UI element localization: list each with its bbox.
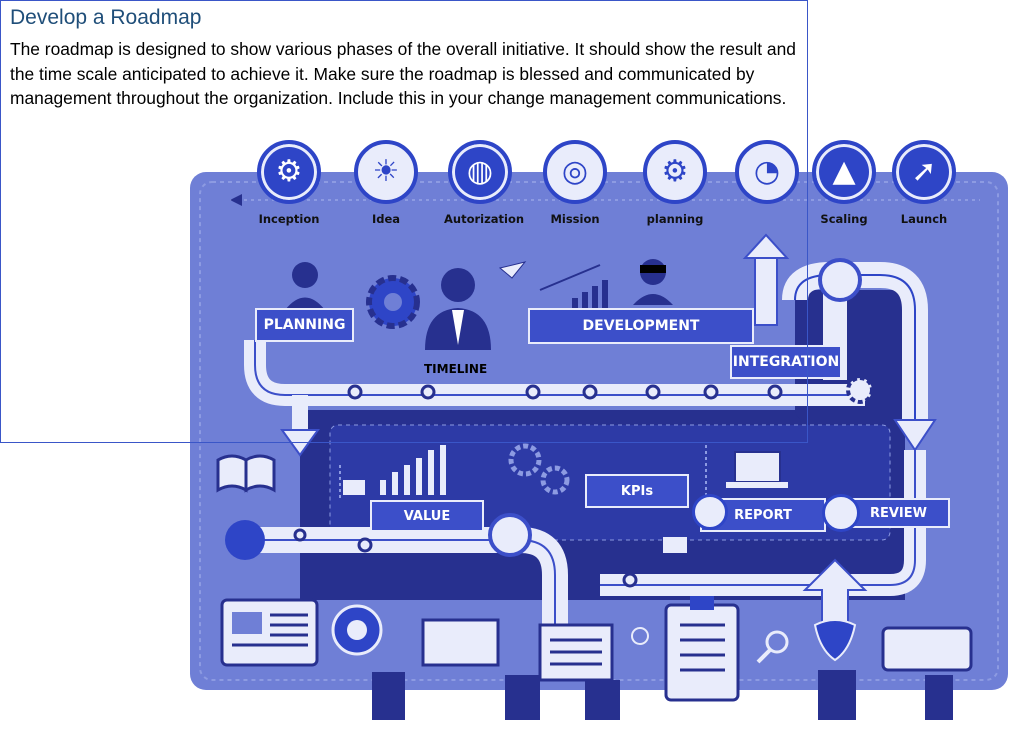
growth-chart-icon: ▲ xyxy=(812,140,876,204)
growth-bars-icon xyxy=(380,445,446,495)
phase-mission: ◎ Mission xyxy=(539,140,611,240)
book-icon xyxy=(216,454,276,493)
phase-label: Inception xyxy=(258,212,320,226)
phase-launch: ➚ Launch xyxy=(888,140,960,240)
clipboard-icon xyxy=(664,596,740,702)
magnifier-icon xyxy=(756,630,789,664)
phase-gauge: ◔ xyxy=(731,140,803,240)
phase-planning: ⚙ planning xyxy=(639,140,711,240)
review-node xyxy=(822,494,860,532)
text-box: Develop a Roadmap The roadmap is designe… xyxy=(0,0,808,443)
phase-label: Idea xyxy=(371,212,401,226)
envelope-icon xyxy=(343,480,365,495)
banner-value: VALUE xyxy=(370,500,484,532)
envelope-icon xyxy=(663,537,687,553)
phase-inception: ⚙ Inception xyxy=(253,140,325,240)
lightbulb-icon: ☀ xyxy=(354,140,418,204)
phase-label: planning xyxy=(646,212,704,226)
phase-label: Autorization xyxy=(444,212,525,226)
gear-chart-icon: ⚙ xyxy=(643,140,707,204)
gauge-icon: ◔ xyxy=(735,140,799,204)
target-hand-icon xyxy=(331,604,405,720)
bulb-icon xyxy=(631,627,649,645)
phase-idea: ☀ Idea xyxy=(350,140,422,240)
circuit-icon: ⚙ xyxy=(257,140,321,204)
slide-title: Develop a Roadmap xyxy=(10,6,202,29)
laptop-chart-icon xyxy=(726,451,788,488)
banner-report: REPORT xyxy=(700,498,826,532)
manager-icon xyxy=(425,268,491,350)
report-node xyxy=(692,494,728,530)
bar-chart-icon xyxy=(572,280,608,308)
timeline-label: TIMELINE xyxy=(424,362,488,376)
paper-plane-icon xyxy=(498,261,527,279)
rocket-hand-icon: ➚ xyxy=(892,140,956,204)
phase-scaling: ▲ Scaling xyxy=(808,140,880,240)
slide-body: The roadmap is designed to show various … xyxy=(10,39,796,108)
banner-kpis: KPIs xyxy=(585,474,689,508)
shield-hand-icon xyxy=(813,619,857,720)
target-icon: ◎ xyxy=(543,140,607,204)
device-panel-icon xyxy=(881,626,973,720)
phase-autorization: ◍ Autorization xyxy=(444,140,525,240)
banner-integration: INTEGRATION xyxy=(730,345,842,379)
globe-people-icon: ◍ xyxy=(448,140,512,204)
banner-planning: PLANNING xyxy=(255,308,354,342)
phase-label: Scaling xyxy=(820,212,868,226)
phase-label: Mission xyxy=(550,212,600,226)
screen-doc-icon xyxy=(220,598,319,667)
laptop-touch-icon xyxy=(421,618,540,720)
banner-development: DEVELOPMENT xyxy=(528,308,754,344)
banner-review: REVIEW xyxy=(835,498,950,528)
person-vr-icon xyxy=(633,259,673,305)
person-woman-icon xyxy=(285,262,325,310)
phase-label: Launch xyxy=(900,212,948,226)
document-hands-icon xyxy=(538,623,620,720)
